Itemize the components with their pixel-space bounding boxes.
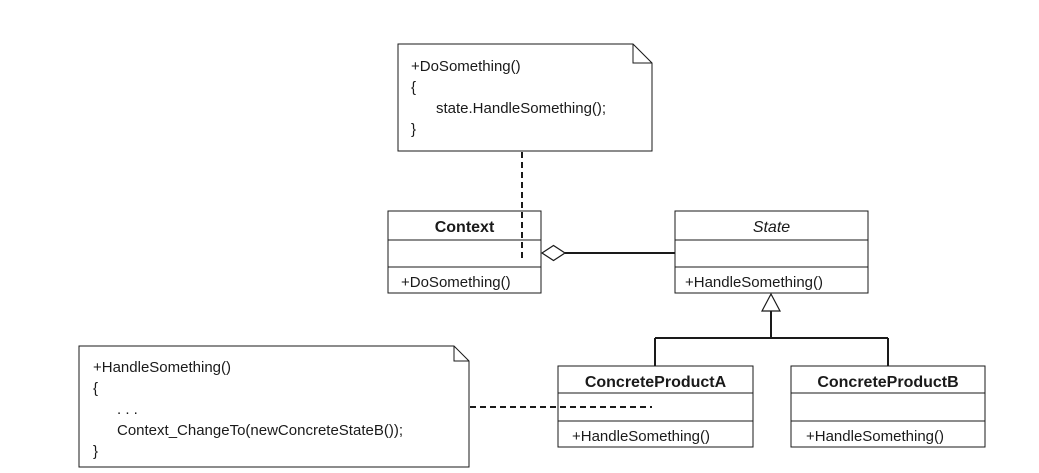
inheritance-arrow-icon [761, 292, 781, 312]
state-note-line: +HandleSomething() [93, 359, 231, 376]
context-note-line: { [411, 79, 416, 96]
context-note-line: state.HandleSomething(); [436, 100, 606, 117]
state-class: State +HandleSomething() [674, 210, 869, 294]
state-note-line: { [93, 380, 98, 397]
concrete-product-a-name: ConcreteProductA [585, 374, 727, 391]
concrete-product-b-name: ConcreteProductB [817, 374, 958, 391]
aggregation-association [540, 244, 675, 262]
context-note: +DoSomething() { state.HandleSomething()… [397, 43, 653, 152]
concrete-product-b-class: ConcreteProductB +HandleSomething() [790, 365, 986, 448]
state-class-method: +HandleSomething() [685, 274, 823, 291]
concrete-product-b-method: +HandleSomething() [806, 428, 944, 445]
generalization-hierarchy [654, 292, 889, 366]
state-note-line: . . . [117, 401, 138, 418]
state-class-name: State [753, 219, 790, 236]
state-note-line: } [93, 443, 98, 460]
state-note: +HandleSomething() { . . . Context_Chang… [78, 345, 470, 468]
state-note-line: Context_ChangeTo(newConcreteStateB()); [117, 422, 403, 439]
context-note-line: } [411, 121, 416, 138]
concrete-product-a-class: ConcreteProductA +HandleSomething() [557, 365, 754, 448]
context-class-name: Context [435, 219, 495, 236]
context-class-method: +DoSomething() [401, 274, 511, 291]
context-note-line: +DoSomething() [411, 58, 521, 75]
context-class: Context +DoSomething() [387, 210, 542, 294]
aggregation-diamond-icon [540, 244, 567, 262]
concrete-product-a-method: +HandleSomething() [572, 428, 710, 445]
